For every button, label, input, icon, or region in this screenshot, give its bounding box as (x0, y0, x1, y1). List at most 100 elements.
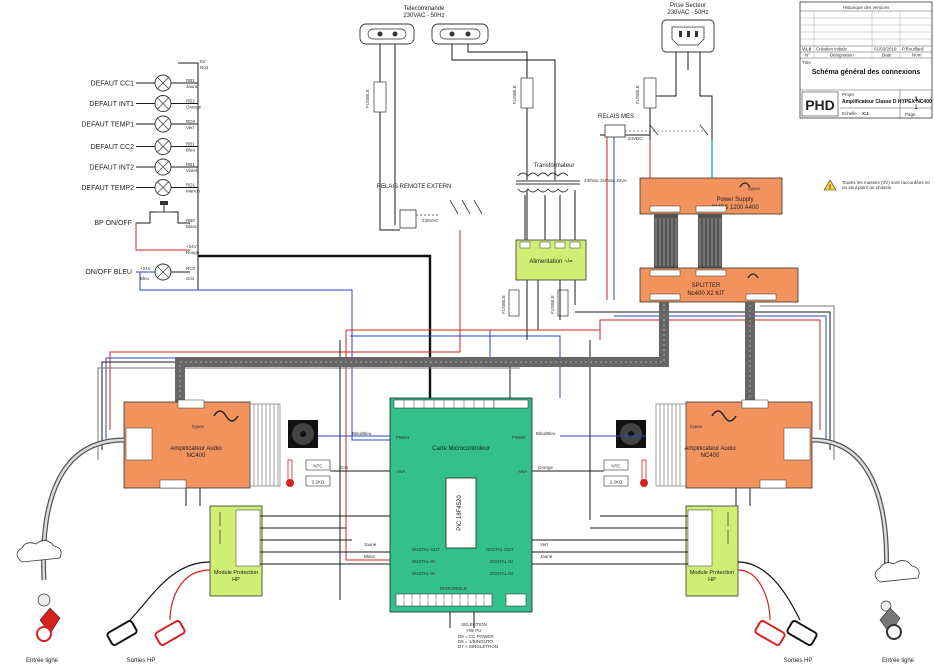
amplifier-right: hypex Amplificateur Audio NC400 (655, 399, 813, 489)
power-supply-label: Power Supply (716, 197, 753, 203)
fan-left-color: Bleu/Bleu (352, 431, 372, 436)
alimentation-module: Alimentation ~/= (515, 239, 587, 340)
splitter-module: SPLITTER Nc400 X2 KIT (639, 267, 799, 303)
ana-right-label: ANA (518, 469, 527, 474)
digital-in-right: DIGITAL IN (490, 559, 513, 564)
projet-label: Projet (842, 92, 855, 97)
led-v24: +24V (140, 266, 151, 271)
relais-mes-voltage: 24VDC (628, 136, 643, 141)
iec-plug-right-icon (431, 23, 489, 45)
power-supply-brand: hypex (748, 186, 761, 191)
fuse-alim-1-label: FUSIBLE (501, 295, 506, 314)
xlr-left-icon (16, 540, 62, 563)
telecommande-label: Telecommande (404, 6, 445, 12)
transformateur: Transformateur 230Vac 2x9Vac 20VA (516, 163, 627, 240)
digital-in-left: DIGITAL IN (412, 559, 435, 564)
prise-secteur: Prise Secteur 230VAC - 50Hz (661, 3, 715, 53)
alimentation-label: Alimentation ~/= (529, 259, 573, 265)
transformer-primary-icon (517, 172, 569, 177)
relay-coil-icon (399, 209, 417, 229)
prise-secteur-voltage: 230VAC - 50Hz (667, 10, 708, 16)
thermometer-right-icon (641, 459, 647, 481)
fuse-alim-2-label: FUSIBLE (550, 295, 555, 314)
disponible-label: DISPONIBLE (440, 586, 467, 591)
supply-5v-color: Noir (200, 65, 209, 70)
svg-text:!: ! (829, 185, 831, 191)
digital-in-left-2: DIGITAL IN (412, 571, 435, 576)
sel-line-2: D7 = SINGLETRON (458, 644, 498, 649)
history-label: Historique des versions (843, 5, 891, 10)
fault-ref: RD0 (186, 119, 195, 124)
amplifier-left: hypex Amplificateur Audio NC400 (123, 399, 281, 489)
col-num: N° (805, 53, 810, 58)
col-date: Date (882, 53, 892, 58)
amp-right-brand: hypex (690, 424, 703, 429)
title-block: Historique des versions V1.0 Création in… (799, 1, 933, 119)
speaker-out-right: Sorties HP (737, 561, 818, 664)
led-onoff-label: ON/OFF BLEU (85, 269, 132, 276)
protection-right: Module Protection HP Vert Jaune (532, 488, 751, 597)
fault-label: DEFAUT INT1 (89, 101, 134, 108)
fuse-alim-1-icon (508, 289, 520, 317)
fault-color: Vert (186, 125, 195, 130)
pic-label: PIC 18F4520 (457, 495, 463, 531)
version-name: P.Rouillard (902, 47, 924, 52)
page-total: 1 (914, 105, 918, 111)
jaune-right: Jaune (540, 554, 553, 559)
pwm-right-label: PWM2 (512, 435, 526, 440)
speaker-out-left: Sorties HP (106, 561, 211, 664)
protection-right-label: Module Protection HP (689, 570, 735, 583)
fault-ref: RD1 (186, 183, 195, 188)
selection-label: SELECTION (461, 622, 487, 627)
telecommande-connectors: Telecommande 230VAC - 50Hz (359, 6, 489, 45)
echelle-label: Echelle (842, 111, 857, 116)
transfo-rating: 230Vac 2x9Vac 20VA (584, 178, 627, 183)
fault-leds: 5V Noir (178, 59, 209, 290)
relais-remote-voltage: 230VAC (422, 218, 439, 223)
bp-ref: RB0 (186, 218, 195, 223)
heatsink-right-icon (655, 403, 687, 487)
power-supply-model: SMPS 1200 A400 (711, 205, 759, 211)
fault-color: Marron (186, 189, 201, 194)
fault-ref: RB1 (186, 142, 195, 147)
transformateur-label: Transformateur (534, 163, 575, 169)
push-button-icon (160, 201, 168, 205)
jaune-left: Jaune (364, 542, 377, 547)
drawing-title: Schéma général des connexions (812, 69, 921, 76)
version-desc: Création initiale (816, 47, 848, 52)
relais-mes: RELAIS MES 24VDC (598, 114, 709, 300)
fault-label: DEFAUT TEMP1 (81, 122, 134, 129)
splitter-label: SPLITTER (692, 283, 721, 289)
speaker-plug-black-left-icon (106, 620, 138, 646)
fuse-smps-label: FUSIBLE (635, 85, 640, 104)
version-date: 01/03/2019 (874, 47, 897, 52)
amp-right-label: Amplificateur Audio NC400 (684, 446, 736, 459)
fuses: FUSIBLE FUSIBLE FUSIBLE FUSIBLE FUSIBLE (365, 77, 657, 317)
relais-mes-label: RELAIS MES (598, 114, 634, 120)
digital-out-left: DIGITAL OUT (412, 547, 440, 552)
fuse-remote-icon (373, 81, 387, 113)
vert-right: Vert (540, 542, 549, 547)
prise-secteur-label: Prise Secteur (670, 3, 706, 9)
amp-left-brand: hypex (192, 424, 205, 429)
fault-color: Violet (186, 168, 198, 173)
bp-onoff: BP ON/OFF RB0 Blanc +24V Rouge (94, 201, 200, 255)
logo-text: PHD (805, 97, 835, 113)
speaker-plug-red-right-icon (754, 620, 786, 646)
heatsink-left-icon (249, 403, 281, 487)
led-color-1: Bleu (140, 276, 150, 281)
amp-left-label: Amplificateur Audio NC400 (170, 446, 222, 459)
fuse-transfo-icon (520, 77, 534, 109)
echelle-value: X:1 (862, 111, 870, 116)
supply-5v-label: 5V (200, 59, 206, 64)
amp-left-logo-icon (213, 410, 239, 422)
protection-left: Module Protection HP Jaune Blanc (185, 488, 390, 597)
amp-right-logo-icon (711, 410, 737, 422)
warning-icon (823, 179, 837, 191)
relais-remote: RELAIS REMOTE EXTERN 230VAC (377, 184, 483, 229)
